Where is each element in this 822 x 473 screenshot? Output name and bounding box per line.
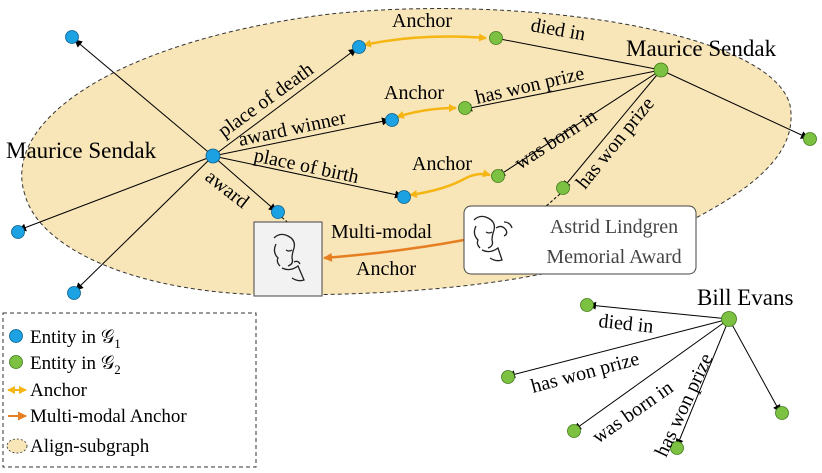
edge-label-g3-has-won-prize: has won prize [529,348,642,398]
portrait-sketch-icon [273,233,305,282]
g1-node-place-of-death [352,40,366,54]
g1-node-top-left [65,30,79,44]
g3-center-label: Bill Evans [697,285,794,310]
g2-award-image: Astrid Lindgren Memorial Award [463,205,697,275]
graph3-edges [507,301,781,447]
svg-text:Entity in 𝒢1: Entity in 𝒢1 [30,327,121,351]
legend-g2-node-icon [9,355,23,369]
anchor-label-mid: Anchor [384,82,444,104]
legend-multimodal-anchor: Multi-modal Anchor [30,406,187,427]
g3-node-has-won-prize-2 [670,441,684,455]
legend-box [2,312,257,468]
legend-entity-g2-sub: 2 [114,362,121,377]
legend-subgraph-icon [6,438,28,454]
award-title-line2: Memorial Award [546,246,681,268]
g1-node-place-of-birth [397,190,411,204]
g3-node-has-won-prize [501,370,515,384]
g2-node-has-won-prize [458,101,472,115]
g2-center-label: Maurice Sendak [626,36,777,61]
g1-node-bottom-left [67,286,81,300]
g1-center-label: Maurice Sendak [6,138,157,163]
award-title-line1: Astrid Lindgren [550,216,678,238]
graph2-edges [464,35,809,215]
g1-award-image [253,221,323,297]
svg-text:Entity in 𝒢2: Entity in 𝒢2 [30,353,121,377]
g3-node-right [775,406,789,420]
edge-label-g3-died-in: died in [597,310,654,338]
anchor-links [363,33,491,198]
portrait-sketch-icon [473,215,513,262]
g1-node-award [271,205,285,219]
anchor-label-top: Anchor [392,10,452,32]
graph1-nodes [11,30,411,300]
g2-node-has-won-prize-2 [556,181,570,195]
multimodal-label-line2: Anchor [356,258,416,280]
legend-g1-node-icon [9,329,23,343]
anchor-label-bottom: Anchor [412,153,472,175]
g2-node-was-born-in [491,169,505,183]
anchor-link-bottom [409,169,491,198]
multimodal-anchor-link [323,238,465,262]
graph2-nodes [458,31,817,195]
anchor-link-mid [396,104,457,119]
legend-anchor: Anchor [30,380,88,401]
g2-center-node [653,62,669,78]
g1-center-node [205,148,221,164]
g2-node-right [803,132,817,146]
legend-entity-g1-sub: 1 [114,336,121,351]
legend-entity-g1: Entity in 𝒢 [30,327,115,348]
g3-node-was-born-in [567,424,581,438]
legend-align-subgraph: Align-subgraph [30,436,150,457]
g1-node-left [11,225,25,239]
g3-center-node [721,311,737,327]
multimodal-label-line1: Multi-modal [331,221,433,243]
anchor-link-top [363,33,487,48]
graph1-edges [18,39,403,291]
legend-entity-g2: Entity in 𝒢 [30,353,115,374]
legend: Entity in 𝒢1 Entity in 𝒢2 Anchor Multi-m… [2,312,257,468]
graph3-nodes [501,298,789,455]
g3-node-died-in [580,298,594,312]
g1-node-award-winner [385,113,399,127]
g2-node-died-in [489,31,503,45]
